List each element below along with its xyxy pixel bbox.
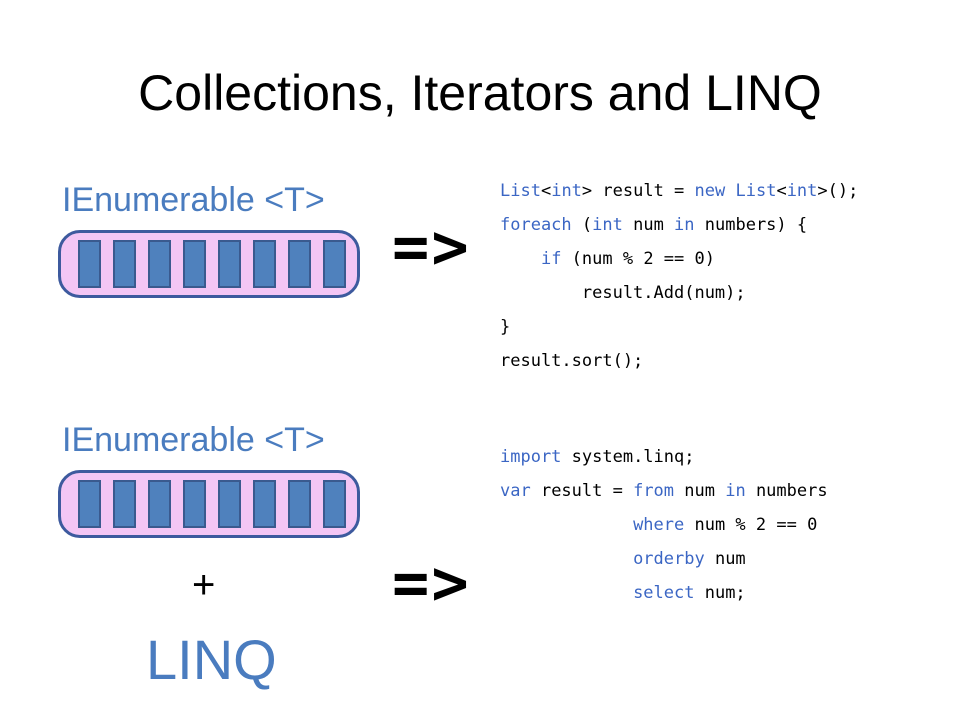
code-text: <	[776, 181, 787, 201]
collection-element	[148, 480, 171, 528]
code-keyword: int	[551, 181, 582, 201]
code-text	[500, 583, 633, 603]
collection-top	[58, 230, 360, 298]
arrow-bottom: =>	[392, 546, 471, 619]
code-keyword: var	[500, 481, 531, 501]
code-text	[725, 181, 735, 201]
plus-sign: +	[192, 563, 216, 607]
collection-element	[218, 240, 241, 288]
code-keyword: new	[694, 181, 726, 201]
collection-element	[253, 240, 276, 288]
code-keyword: if	[540, 249, 562, 269]
code-text	[500, 249, 541, 269]
code-text: num;	[694, 583, 746, 603]
collection-element	[78, 480, 101, 528]
code-text: numbers) {	[694, 215, 808, 235]
ienumerable-label-top: IEnumerable <T>	[62, 181, 325, 219]
code-line: List<int> result = new List<int>();	[500, 174, 858, 208]
code-text: result =	[530, 481, 634, 501]
collection-bottom	[58, 470, 360, 538]
code-text	[500, 515, 633, 535]
collection-element	[218, 480, 241, 528]
code-keyword: int	[786, 181, 818, 201]
collection-element	[288, 240, 311, 288]
collection-element	[323, 480, 346, 528]
code-keyword: List	[500, 181, 541, 201]
code-text: result.Add(num);	[500, 283, 746, 303]
code-text: system.linq;	[561, 447, 695, 467]
code-line: }	[500, 310, 858, 344]
code-line: result.Add(num);	[500, 276, 858, 310]
code-text: result.sort();	[500, 351, 644, 371]
collection-element	[148, 240, 171, 288]
code-keyword: in	[725, 481, 746, 501]
collection-element	[323, 240, 346, 288]
collection-element	[253, 480, 276, 528]
code-block-loop: List<int> result = new List<int>();forea…	[500, 174, 858, 378]
code-keyword: List	[735, 181, 777, 201]
code-keyword: select	[633, 583, 695, 603]
code-keyword: import	[500, 447, 562, 467]
linq-label: LINQ	[146, 628, 277, 691]
code-line: orderby num	[500, 542, 828, 576]
code-line: where num % 2 == 0	[500, 508, 828, 542]
code-text: num % 2 == 0	[684, 515, 818, 535]
code-text: }	[500, 317, 511, 337]
collection-element	[113, 480, 136, 528]
code-text: >();	[817, 181, 859, 201]
code-text: num	[674, 481, 726, 501]
code-keyword: orderby	[633, 549, 705, 569]
code-text: numbers	[745, 481, 828, 501]
code-keyword: foreach	[500, 215, 572, 235]
code-line: select num;	[500, 576, 828, 610]
ienumerable-label-bottom: IEnumerable <T>	[62, 421, 325, 459]
code-text: num	[704, 549, 746, 569]
code-text: > result =	[581, 181, 695, 201]
collection-element	[183, 480, 206, 528]
code-keyword: in	[674, 215, 695, 235]
code-text: <	[540, 181, 552, 201]
code-keyword: int	[592, 215, 623, 235]
code-text: num	[622, 215, 675, 235]
arrow-top: =>	[392, 210, 471, 283]
code-text: (num % 2 == 0)	[561, 249, 715, 269]
code-keyword: where	[633, 515, 685, 535]
code-text: (	[571, 215, 593, 235]
collection-element	[183, 240, 206, 288]
code-block-linq: import system.linq;var result = from num…	[500, 440, 828, 610]
collection-element	[78, 240, 101, 288]
code-line: var result = from num in numbers	[500, 474, 828, 508]
code-line: if (num % 2 == 0)	[500, 242, 858, 276]
code-line: import system.linq;	[500, 440, 828, 474]
slide-title: Collections, Iterators and LINQ	[138, 65, 822, 121]
collection-element	[288, 480, 311, 528]
collection-element	[113, 240, 136, 288]
code-keyword: from	[633, 481, 675, 501]
code-line: result.sort();	[500, 344, 858, 378]
code-text	[500, 549, 633, 569]
code-line: foreach (int num in numbers) {	[500, 208, 858, 242]
